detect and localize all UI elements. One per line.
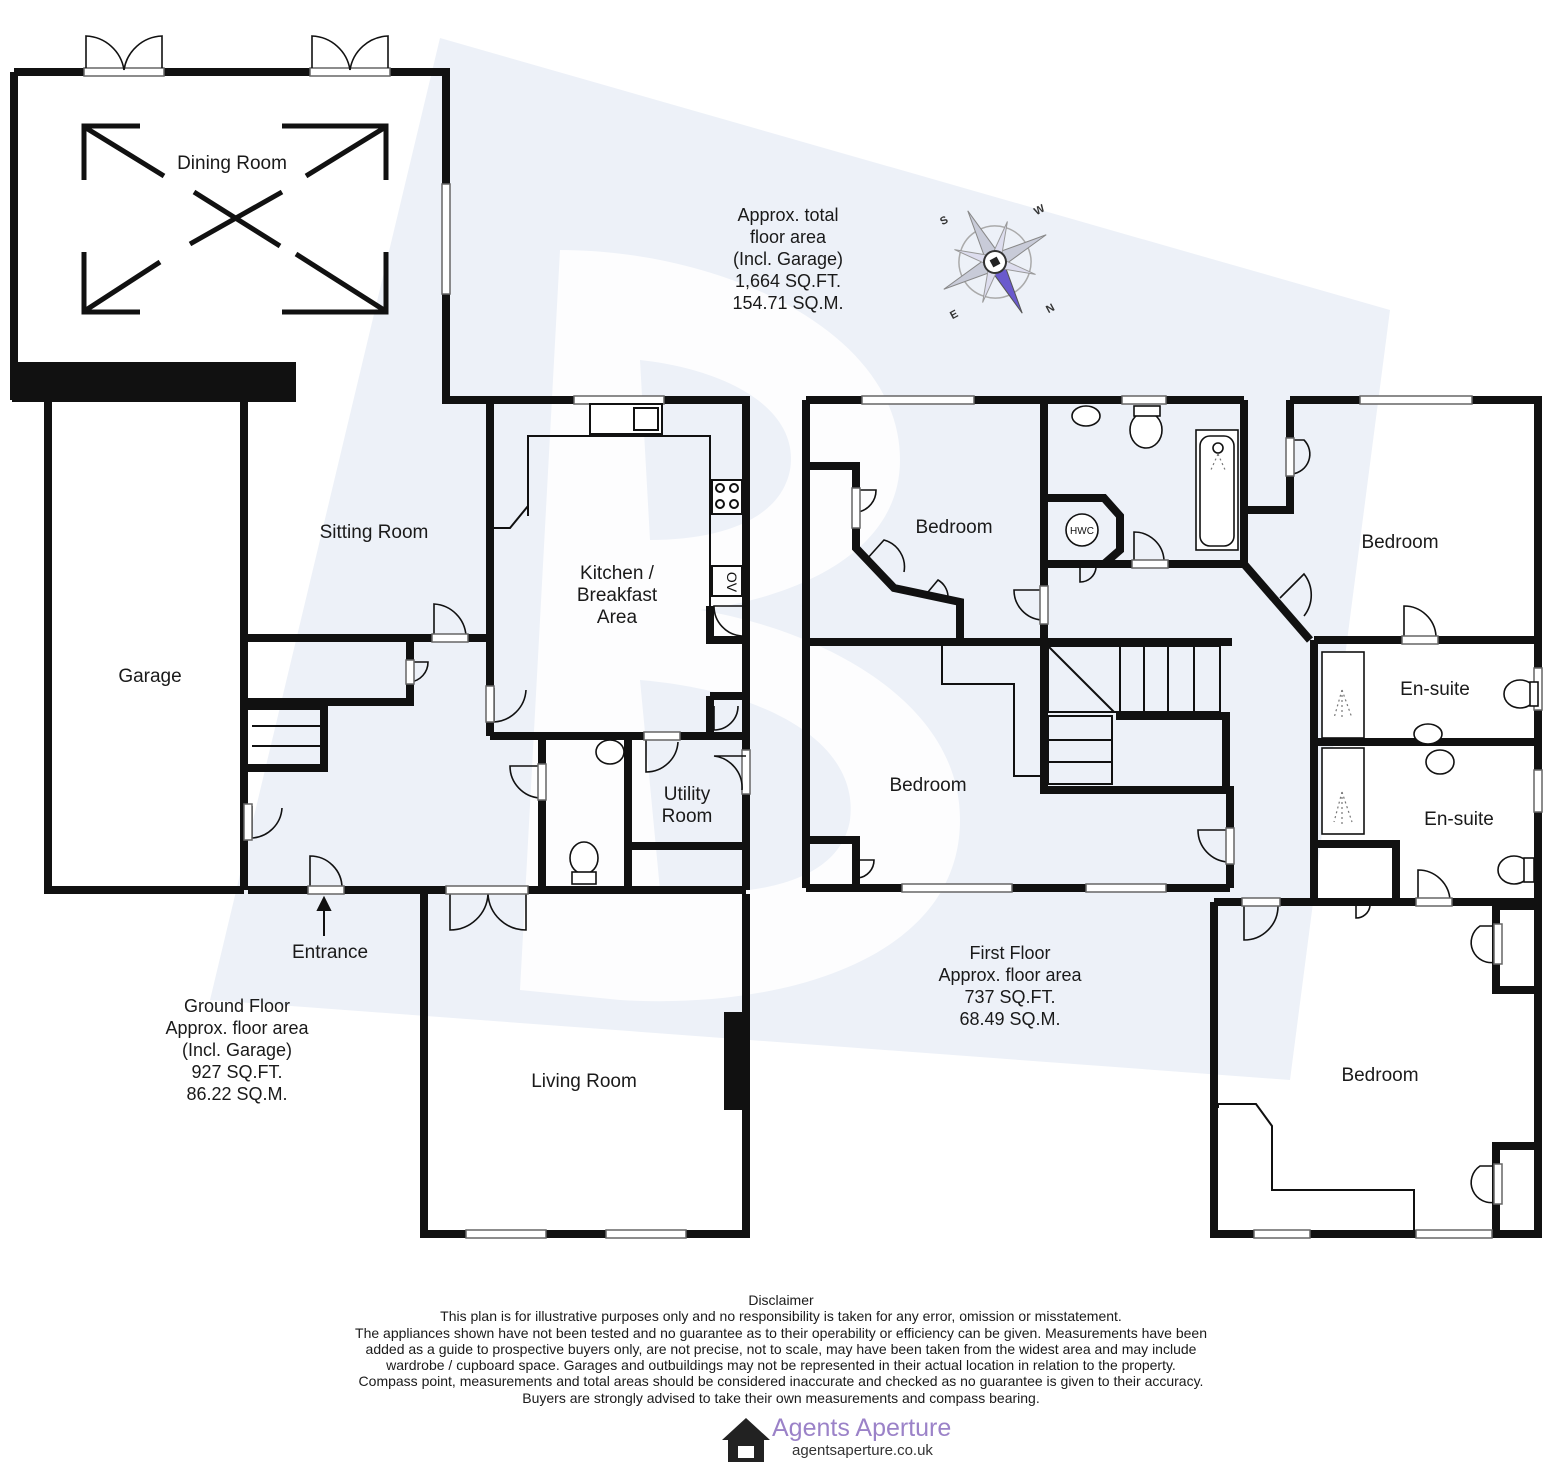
stairs-first <box>1047 645 1221 785</box>
disclaimer-line: wardrobe / cupboard space. Garages and o… <box>386 1357 1176 1374</box>
total-area-line-3: (Incl. Garage) <box>732 249 844 269</box>
entrance-arrow-icon <box>316 895 332 936</box>
utility-line-2: Room <box>661 806 713 827</box>
disclaimer-line: Compass point, measurements and total ar… <box>358 1373 1204 1390</box>
ground-area-line-1: Ground Floor <box>183 996 291 1016</box>
utility-line-1: Utility <box>663 784 711 805</box>
room-label-bedroom-bottom-right: Bedroom <box>1341 1065 1419 1086</box>
disclaimer-line: The appliances shown have not been teste… <box>355 1324 1207 1341</box>
total-area-line-1: Approx. total <box>737 205 839 225</box>
dining-room-beam <box>12 362 296 402</box>
stairs-ground <box>252 725 322 747</box>
doors-first <box>852 439 1497 1204</box>
doors-ground <box>85 35 746 931</box>
door-frames-ground <box>243 633 681 895</box>
disclaimer-title: Disclaimer <box>748 1292 814 1308</box>
room-label-ensuite-2: En-suite <box>1424 809 1494 830</box>
kitchen-units <box>490 403 743 606</box>
ground-area-line-2: Approx. floor area <box>165 1018 309 1038</box>
roof-lantern <box>81 123 389 315</box>
disclaimer-line: Buyers are strongly advised to take thei… <box>522 1389 1040 1406</box>
windows-first <box>861 395 1543 1239</box>
kitchen-line-2: Breakfast <box>576 585 658 606</box>
first-floor-area: First Floor Approx. floor area 737 SQ.FT… <box>910 942 1110 1030</box>
total-area-line-2: floor area <box>749 227 827 247</box>
total-area-line-4: 1,664 SQ.FT. <box>734 271 842 291</box>
disclaimer-line: This plan is for illustrative purposes o… <box>440 1308 1122 1325</box>
shower-spray <box>1209 453 1353 824</box>
first-area-line-3: 737 SQ.FT. <box>964 987 1056 1007</box>
room-label-kitchen: Kitchen / Breakfast Area <box>552 563 682 629</box>
brand-block: Agents Aperture agentsaperture.co.uk <box>722 1414 982 1462</box>
ground-floor-area: Ground Floor Approx. floor area (Incl. G… <box>137 995 337 1105</box>
entrance-label: Entrance <box>291 942 369 963</box>
first-floor-walls <box>802 396 1542 1238</box>
room-label-bedroom-top-right: Bedroom <box>1361 532 1439 553</box>
ground-area-line-3: (Incl. Garage) <box>181 1040 293 1060</box>
compass-rose-icon <box>943 210 1047 314</box>
brand-name: Agents Aperture <box>772 1414 952 1442</box>
door-frames-first <box>851 437 1503 1205</box>
total-floor-area: Approx. total floor area (Incl. Garage) … <box>688 204 888 314</box>
first-area-line-4: 68.49 SQ.M. <box>959 1009 1061 1029</box>
room-label-bedroom-top-left: Bedroom <box>915 517 993 538</box>
room-label-utility: Utility Room <box>636 784 738 828</box>
room-label-garage: Garage <box>118 666 182 687</box>
oven-label: OV <box>724 572 740 593</box>
disclaimer: Disclaimer This plan is for illustrative… <box>300 1292 1262 1406</box>
agents-aperture-logo-icon <box>722 1418 770 1462</box>
first-floor-thin-walls <box>941 646 1415 1230</box>
kitchen-line-1: Kitchen / <box>580 563 654 584</box>
chimney-breast <box>724 1012 746 1110</box>
brand-url: agentsaperture.co.uk <box>792 1442 933 1459</box>
bathroom-fittings <box>1065 405 1539 885</box>
room-label-dining-room: Dining Room <box>177 153 287 174</box>
first-area-line-1: First Floor <box>969 943 1051 963</box>
room-label-living-room: Living Room <box>531 1071 637 1092</box>
wc-fittings <box>569 739 625 885</box>
ground-area-line-5: 86.22 SQ.M. <box>186 1084 288 1104</box>
hwc-label: HWC <box>1070 526 1094 537</box>
total-area-line-5: 154.71 SQ.M. <box>732 293 844 313</box>
room-label-ensuite-1: En-suite <box>1400 679 1470 700</box>
room-label-sitting-room: Sitting Room <box>319 522 429 543</box>
room-label-bedroom-mid-left: Bedroom <box>889 775 967 796</box>
kitchen-line-3: Area <box>596 607 638 628</box>
first-area-line-2: Approx. floor area <box>938 965 1082 985</box>
ground-area-line-4: 927 SQ.FT. <box>191 1062 283 1082</box>
disclaimer-line: added as a guide to prospective buyers o… <box>365 1340 1197 1357</box>
